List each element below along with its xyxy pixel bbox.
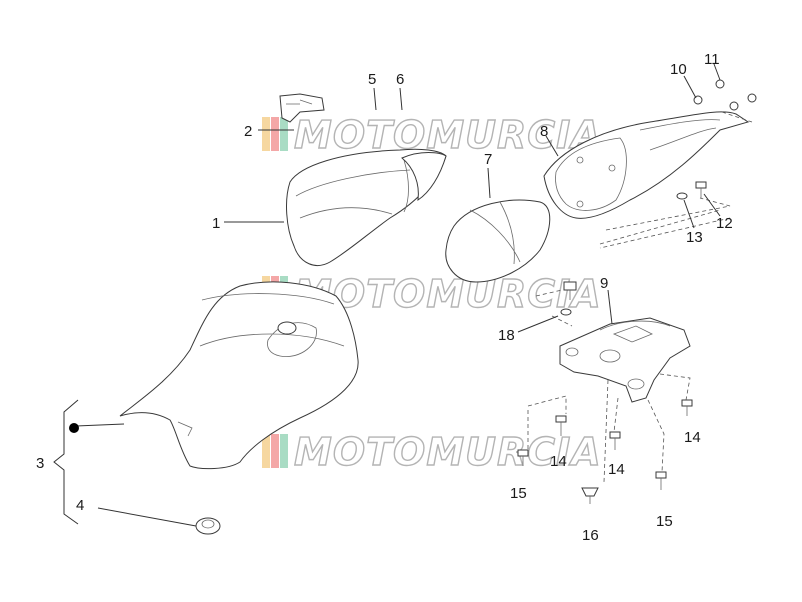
watermark-bottom: MOTOMURCIA xyxy=(262,429,602,475)
part-3-main-seat xyxy=(119,281,359,470)
callout-16: 16 xyxy=(582,527,599,544)
callout-2: 2 xyxy=(244,123,252,140)
part-15-screws xyxy=(517,449,667,490)
callout-14: 14 xyxy=(684,429,701,446)
part-14-screws xyxy=(555,399,693,450)
callout-1: 1 xyxy=(212,215,220,232)
part-2-bracket xyxy=(279,93,325,123)
callout-9: 9 xyxy=(600,275,608,292)
watermark-text: MOTOMURCIA xyxy=(294,113,602,157)
callout-7: 7 xyxy=(484,151,492,168)
part-3-pin-marker xyxy=(69,423,79,433)
callout-5: 5 xyxy=(368,71,376,88)
callout-4: 4 xyxy=(76,497,84,514)
callout-labels: 1 2 3 4 5 6 7 8 9 10 11 12 13 14 14 14 1… xyxy=(36,51,733,544)
callout-8: 8 xyxy=(540,123,548,140)
callout-12: 12 xyxy=(716,215,733,232)
part-16-clip xyxy=(581,487,599,504)
callout-18: 18 xyxy=(498,327,515,344)
callout-14: 14 xyxy=(550,453,567,470)
watermark-middle: MOTOMURCIA xyxy=(262,271,602,317)
part-7-pad xyxy=(445,199,551,283)
part-9-undertray xyxy=(559,317,691,403)
callout-3: 3 xyxy=(36,455,44,472)
part-10-11-nuts xyxy=(693,79,757,111)
part-13-washer xyxy=(676,192,688,200)
leader-lines xyxy=(53,63,721,527)
part-8-tail-cowl xyxy=(543,111,750,219)
callout-13: 13 xyxy=(686,229,703,246)
watermark-top: MOTOMURCIA xyxy=(262,112,602,158)
watermark-text: MOTOMURCIA xyxy=(294,272,602,316)
callout-11: 11 xyxy=(704,51,720,68)
part-1-seat-cover xyxy=(286,148,447,266)
part-12-screw xyxy=(695,181,707,198)
callout-15: 15 xyxy=(510,485,527,502)
callout-6: 6 xyxy=(396,71,404,88)
part-4-grommet xyxy=(195,517,221,535)
callout-10: 10 xyxy=(670,61,687,78)
assembly-lines xyxy=(527,111,753,483)
callout-15: 15 xyxy=(656,513,673,530)
part-18-screw xyxy=(560,281,577,316)
callout-14: 14 xyxy=(608,461,625,478)
watermark-text: MOTOMURCIA xyxy=(294,430,602,474)
